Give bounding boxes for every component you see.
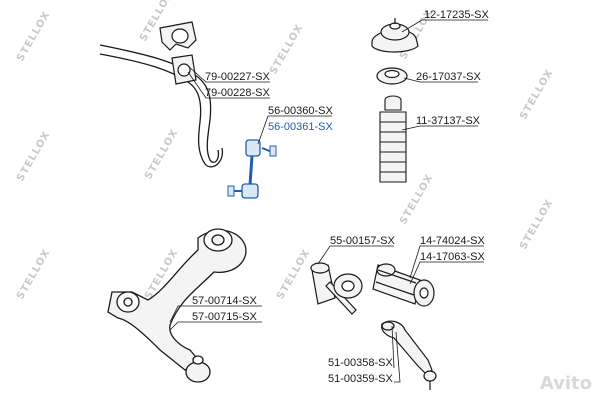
watermark-rr-2: STELLOX (518, 197, 556, 251)
label-bump-stop: 11-37137-SX (416, 115, 481, 127)
label-tie-rod-b: 51-00359-SX (328, 373, 393, 385)
watermark-mid-2: STELLOX (143, 127, 181, 181)
watermark-left-1: STELLOX (15, 9, 53, 63)
arm-bushing-bolt (310, 262, 363, 315)
lower-control-arm (107, 228, 247, 383)
stabilizer-bracket (159, 21, 197, 51)
label-stab-bushing-b: 79-00228-SX (205, 87, 270, 99)
label-tie-rod-a: 51-00358-SX (328, 357, 393, 369)
label-stab-bushing-a: 79-00227-SX (205, 71, 270, 83)
stabilizer-link (227, 139, 277, 199)
label-stab-link-a: 56-00360-SX (268, 105, 333, 117)
bump-stop-boot (379, 95, 407, 183)
leader-lines (169, 19, 488, 383)
tie-rod-end (381, 320, 437, 390)
stabilizer-bar (99, 44, 224, 168)
avito-logo: Avito (539, 373, 592, 394)
strut-bearing (376, 67, 408, 85)
label-arm-bushing-b: 14-74024-SX (420, 235, 485, 247)
stabilizer-bushing (171, 54, 197, 85)
part-labels: 12-17235-SX 26-17037-SX 11-37137-SX 79-0… (192, 9, 489, 385)
label-stab-link-b: 56-00361-SX (268, 121, 333, 133)
watermark-rr-1: STELLOX (518, 67, 556, 121)
label-bearing: 26-17037-SX (416, 71, 481, 83)
watermark-left-3: STELLOX (15, 247, 53, 301)
label-top-mount: 12-17235-SX (424, 9, 489, 21)
label-arm-bushing-c: 14-17063-SX (420, 251, 485, 263)
watermark-c-2: STELLOX (275, 247, 313, 301)
label-arm-bushing-a: 55-00157-SX (330, 235, 395, 247)
label-control-arm-b: 57-00715-SX (192, 311, 257, 323)
label-control-arm-a: 57-00714-SX (192, 295, 257, 307)
watermark-c-1: STELLOX (268, 22, 306, 76)
top-strut-mount (371, 18, 419, 53)
cylindrical-bushing (372, 263, 435, 307)
watermark-left-2: STELLOX (15, 129, 53, 183)
